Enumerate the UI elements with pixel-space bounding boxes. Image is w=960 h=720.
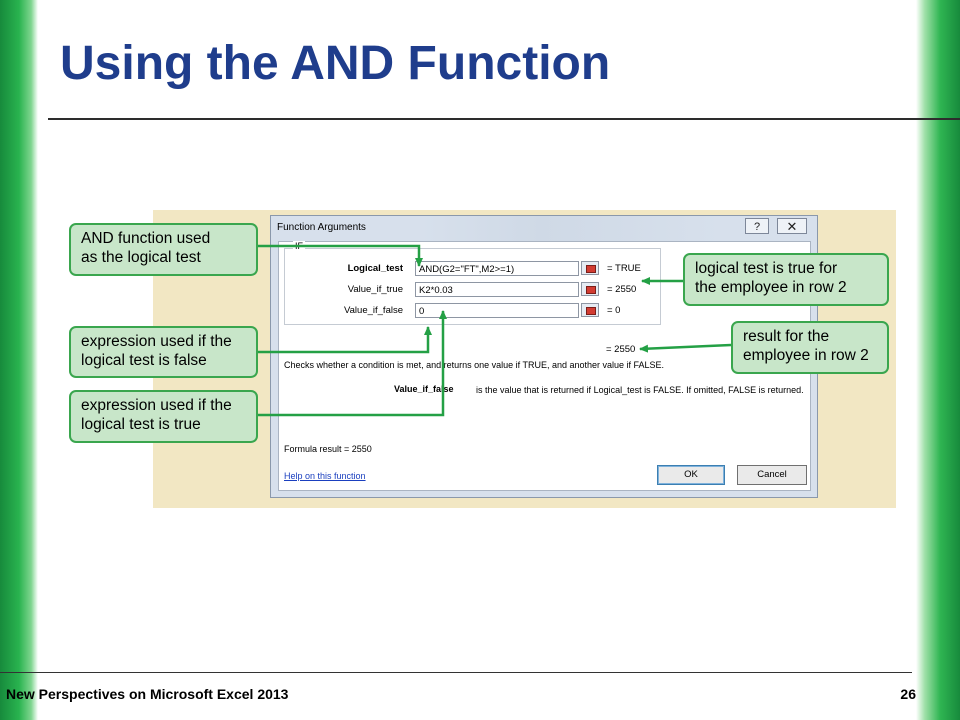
title-divider <box>48 118 960 120</box>
slide-title: Using the AND Function <box>60 37 611 90</box>
callout-line: AND function used <box>81 230 211 247</box>
help-button[interactable]: ? <box>745 218 769 234</box>
callout-line: expression used if the <box>81 397 232 414</box>
group-label: IF <box>293 241 305 251</box>
callout-expr-true: expression used if the logical test is t… <box>69 390 258 443</box>
logical-test-label: Logical_test <box>347 263 403 274</box>
close-button[interactable]: ✕ <box>777 218 807 234</box>
left-decorative-bar <box>0 0 38 720</box>
value-if-true-result: = 2550 <box>607 284 637 295</box>
help-on-function-link[interactable]: Help on this function <box>284 471 366 481</box>
callout-line: logical test is true <box>81 416 201 433</box>
footer-divider <box>0 672 912 673</box>
callout-line: logical test is false <box>81 352 207 369</box>
callout-line: the employee in row 2 <box>695 279 847 296</box>
collapse-dialog-icon[interactable] <box>581 261 599 275</box>
logical-test-input[interactable]: AND(G2="FT",M2>=1) <box>415 261 579 276</box>
page-number: 26 <box>900 686 916 702</box>
callout-result-row2: result for the employee in row 2 <box>731 321 889 374</box>
cancel-button[interactable]: Cancel <box>737 465 807 485</box>
value-if-true-label: Value_if_true <box>347 284 403 295</box>
callout-logical-true: logical test is true for the employee in… <box>683 253 889 306</box>
overall-result: = 2550 <box>606 344 636 355</box>
collapse-dialog-icon[interactable] <box>581 303 599 317</box>
collapse-dialog-icon[interactable] <box>581 282 599 296</box>
callout-line: employee in row 2 <box>743 347 869 364</box>
ok-button[interactable]: OK <box>657 465 725 485</box>
if-argument-group: IF Logical_test AND(G2="FT",M2>=1) = TRU… <box>284 241 661 325</box>
callout-line: logical test is true for <box>695 260 838 277</box>
value-if-true-input[interactable]: K2*0.03 <box>415 282 579 297</box>
value-if-false-result: = 0 <box>607 305 621 316</box>
callout-line: expression used if the <box>81 333 232 350</box>
right-decorative-bar <box>916 0 960 720</box>
callout-line: as the logical test <box>81 249 201 266</box>
callout-expr-false: expression used if the logical test is f… <box>69 326 258 378</box>
parameter-name: Value_if_false <box>394 384 454 394</box>
callout-line: result for the <box>743 328 830 345</box>
footer-text: New Perspectives on Microsoft Excel 2013 <box>6 686 289 702</box>
callout-and-function: AND function used as the logical test <box>69 223 258 276</box>
value-if-false-input[interactable]: 0 <box>415 303 579 318</box>
value-if-false-label: Value_if_false <box>344 305 403 316</box>
logical-test-result: = TRUE <box>607 263 641 274</box>
dialog-titlebar-fade <box>421 216 721 244</box>
parameter-description: is the value that is returned if Logical… <box>476 385 804 395</box>
function-description: Checks whether a condition is met, and r… <box>284 360 665 370</box>
formula-result: Formula result = 2550 <box>284 444 372 454</box>
dialog-title: Function Arguments <box>277 222 366 233</box>
